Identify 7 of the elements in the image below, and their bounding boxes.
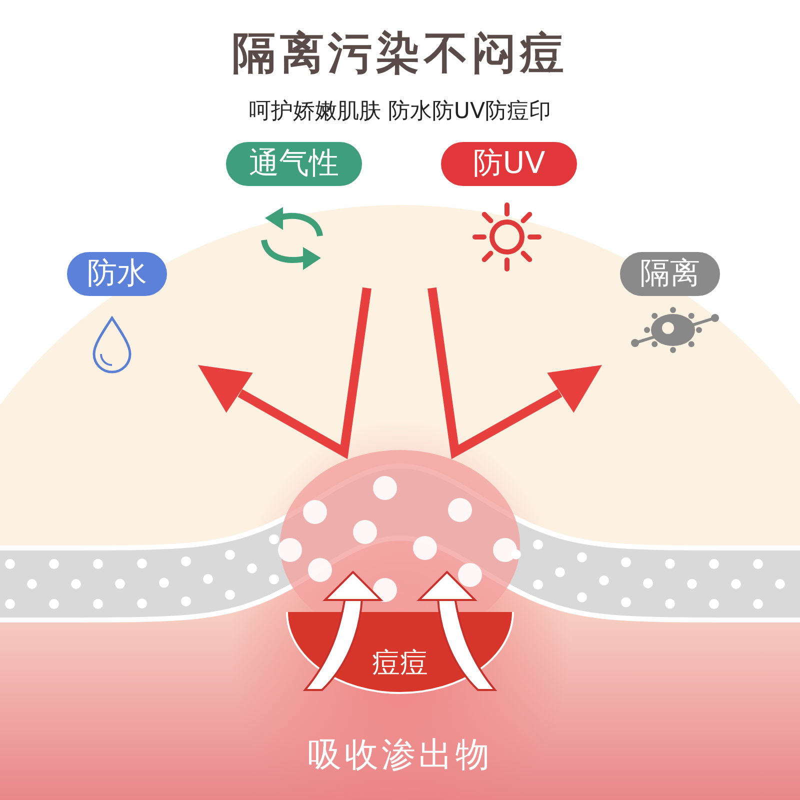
caption-text: 吸收渗出物 (306, 734, 494, 777)
title: 隔离污染不闷痘 (231, 27, 569, 81)
subtitle: 呵护娇嫩肌肤 防水防UV防痘印 (248, 98, 552, 126)
feature-pill: 通气性 (226, 142, 362, 186)
feature-pill: 隔离 (620, 252, 720, 296)
feature-pill: 防UV (441, 142, 577, 186)
feature-pill: 防水 (67, 252, 167, 296)
